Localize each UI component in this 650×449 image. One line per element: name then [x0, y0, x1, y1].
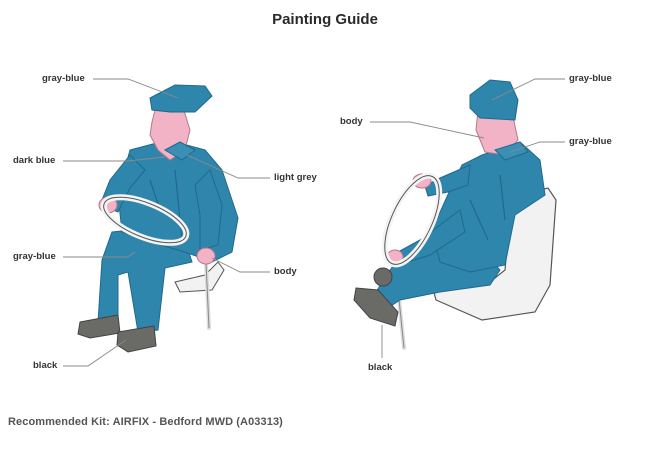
- leader-left-tunic: [63, 156, 166, 162]
- page-title: Painting Guide: [272, 11, 378, 28]
- label-right-collar: gray-blue: [569, 136, 612, 147]
- leader-right-collar: [509, 141, 565, 153]
- recommended-kit-footer: Recommended Kit: AIRFIX - Bedford MWD (A…: [8, 416, 283, 428]
- label-left-trousers: gray-blue: [13, 251, 56, 262]
- left-seat: [174, 261, 225, 293]
- left-driver-figure: [77, 84, 239, 353]
- leader-left-collar: [186, 154, 270, 179]
- leader-lines: [63, 78, 565, 367]
- label-right-cap: gray-blue: [569, 73, 612, 84]
- right-cap: [469, 79, 519, 121]
- leader-right-face: [370, 121, 485, 139]
- leader-left-boots: [63, 339, 127, 367]
- label-left-boots: black: [33, 360, 58, 371]
- right-boot-2: [373, 267, 393, 287]
- right-collar: [494, 141, 529, 161]
- label-right-face: body: [340, 116, 363, 127]
- leader-left-hand: [211, 257, 270, 273]
- leader-left-cap: [93, 78, 179, 99]
- leader-right-cap: [491, 78, 565, 101]
- label-left-collar: light grey: [274, 172, 317, 183]
- label-left-hand: body: [274, 266, 297, 277]
- label-left-cap: gray-blue: [42, 73, 85, 84]
- left-cap: [149, 84, 213, 113]
- label-left-tunic: dark blue: [13, 155, 56, 166]
- label-right-boots: black: [368, 362, 393, 373]
- right-driver-figure: [353, 79, 557, 350]
- left-boot-2: [116, 325, 157, 353]
- leader-left-trousers: [63, 251, 136, 258]
- right-boot-1: [353, 287, 399, 327]
- left-hand-lever: [196, 247, 216, 265]
- left-boot-1: [77, 314, 121, 339]
